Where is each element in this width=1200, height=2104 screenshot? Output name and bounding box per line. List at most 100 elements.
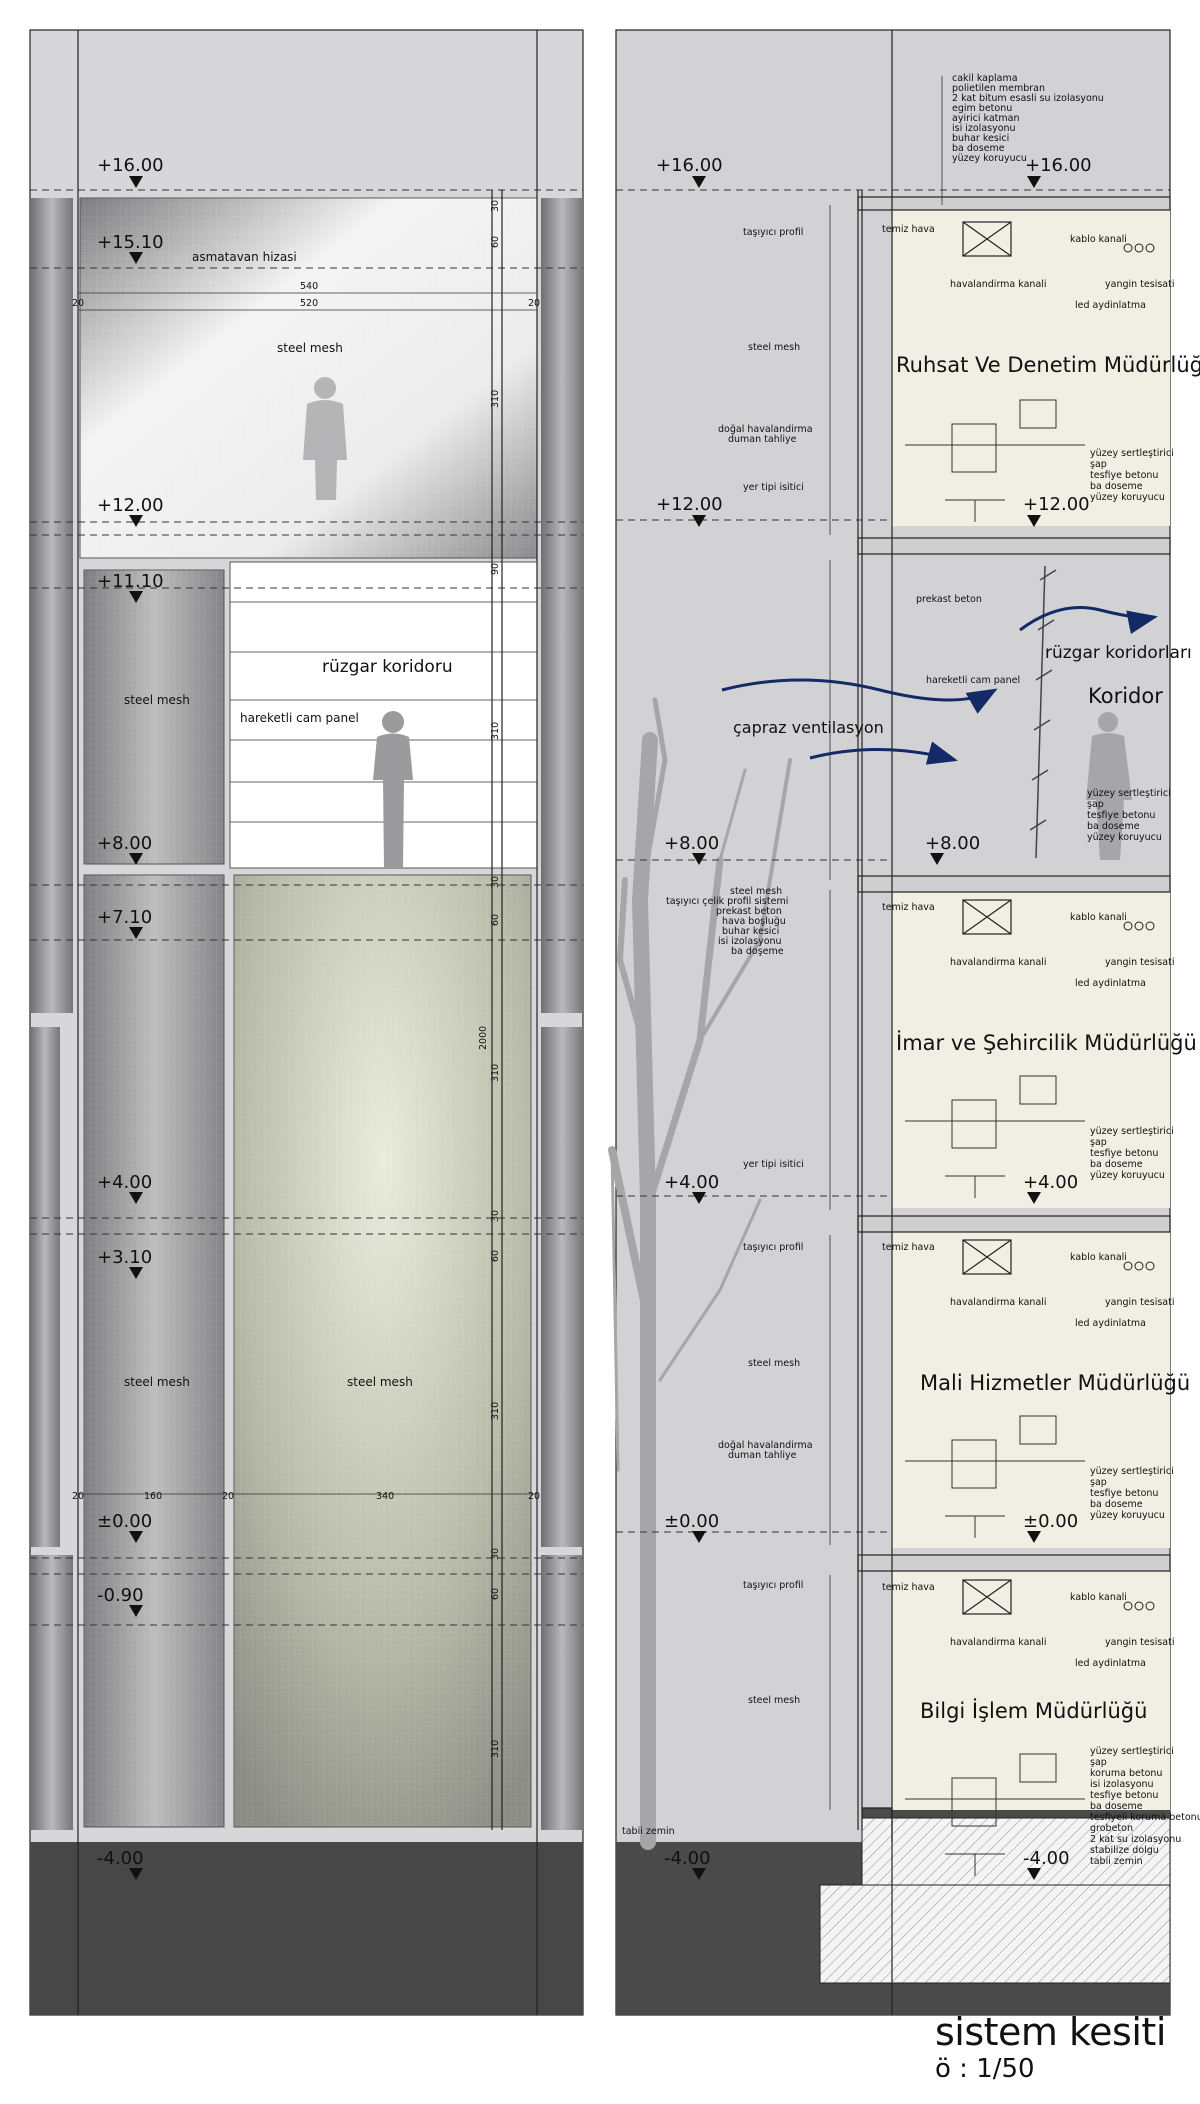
wind-corridors-label: rüzgar koridorları <box>1045 643 1192 663</box>
dimension-label: 340 <box>376 1491 394 1502</box>
annotation-label: tesfiye betonu <box>1090 1488 1158 1499</box>
annotation-label: 310 <box>490 1402 501 1420</box>
floor-interior-1 <box>892 1230 1170 1548</box>
ceiling-labels-floor-1: temiz hava havalandirma kanali kablo kan… <box>882 1582 1174 1669</box>
annotation-label: 310 <box>490 1064 501 1082</box>
annotation-label: ba doseme <box>1090 1499 1143 1510</box>
roof-layers-list: cakil kaplama polietilen membran 2 kat b… <box>941 73 1104 205</box>
room-title: Mali Hizmetler Müdürlüğü <box>920 1371 1190 1395</box>
annotation-label: taşıyıcı çelik profil sistemi <box>666 896 788 907</box>
drawing-title: sistem kesiti <box>935 2010 1166 2054</box>
annotation-label: 30 <box>490 876 501 888</box>
dimension-label: 20 <box>528 298 540 309</box>
annotation-label: ba doseme <box>1090 481 1143 492</box>
annotation-label: steel mesh <box>730 886 782 897</box>
annotation-label: taşıyıcı profil <box>743 227 803 238</box>
annotation-label: ayirici katman <box>952 113 1020 124</box>
annotation-label: havalandirma kanali <box>950 1637 1047 1648</box>
level-label: +15.10 <box>97 232 164 253</box>
annotation-label: led aydinlatma <box>1075 1658 1146 1669</box>
ground-finish-list: yüzey sertleştirici şap koruma betonu is… <box>1090 1746 1200 1867</box>
annotation-label: kablo kanali <box>1070 1592 1127 1603</box>
precast-label: prekast beton <box>916 594 982 605</box>
ceiling-level-label: asmatavan hizasi <box>192 250 297 264</box>
level-label: +3.10 <box>97 1247 152 1268</box>
steel-mesh-label: steel mesh <box>277 341 343 355</box>
annotation-label: yer tipi isitici <box>743 1159 804 1170</box>
steel-mesh-label: steel mesh <box>124 1375 190 1389</box>
annotation-label: steel mesh <box>748 342 800 353</box>
annotation-label: yer tipi isitici <box>743 482 804 493</box>
dimension-label: 20 <box>222 1491 234 1502</box>
sprinkler-icons <box>1123 243 1155 1611</box>
annotation-label: yüzey koruyucu <box>1090 1510 1165 1521</box>
cross-ventilation-label: çapraz ventilasyon <box>733 718 884 737</box>
dimension-label: 20 <box>72 1491 84 1502</box>
annotation-label: havalandirma kanali <box>950 279 1047 290</box>
annotation-label: 30 <box>490 1210 501 1222</box>
annotation-label: tabii zemin <box>1090 1856 1143 1867</box>
level-label: -0.90 <box>97 1585 144 1606</box>
annotation-label: cakil kaplama <box>952 73 1018 84</box>
annotation-label: led aydinlatma <box>1075 300 1146 311</box>
annotation-label: steel mesh <box>748 1358 800 1369</box>
annotation-label: 60 <box>490 236 501 248</box>
wind-arrow <box>1019 606 1158 635</box>
annotation-label: 60 <box>490 1250 501 1262</box>
dimension-label: 520 <box>300 298 318 309</box>
annotation-label: yangin tesisati <box>1105 279 1174 290</box>
drawing-title-block: sistem kesiti ö : 1/50 <box>935 2010 1195 2084</box>
annotation-label: ba doseme <box>1087 821 1140 832</box>
floor-finish-list-2: yüzey sertleştirici şap tesfiye betonu b… <box>1090 1466 1174 1521</box>
annotation-label: tesfiye betonu <box>1087 810 1155 821</box>
person-silhouette-section <box>1086 712 1132 860</box>
cross-ventilation-arrow <box>809 741 958 765</box>
annotation-label: doğal havalandirma <box>718 1440 813 1451</box>
annotation-label: yangin tesisati <box>1105 1297 1174 1308</box>
level-label: +4.00 <box>1023 1172 1078 1193</box>
annotation-label: isi izolasyonu <box>952 123 1016 134</box>
floor-finish-list-corridor: yüzey sertleştirici şap tesfiye betonu b… <box>1087 788 1171 843</box>
level-label: ±0.00 <box>1023 1511 1078 1532</box>
level-label: +11.10 <box>97 571 164 592</box>
level-label: +4.00 <box>97 1172 152 1193</box>
room-title: İmar ve Şehircilik Müdürlüğü <box>896 1030 1197 1055</box>
annotation-label: stabilize dolgu <box>1090 1845 1159 1856</box>
annotation-label: yüzey koruyucu <box>1087 832 1162 843</box>
annotation-label: isi izolasyonu <box>718 936 782 947</box>
annotation-label: kablo kanali <box>1070 234 1127 245</box>
annotation-label: duman tahliye <box>728 434 797 445</box>
vertical-dimensions: 30 60 310 90 310 30 60 310 30 60 310 30 … <box>490 200 501 1758</box>
annotation-label: temiz hava <box>882 1582 935 1593</box>
annotation-label: egim betonu <box>952 103 1012 114</box>
annotation-label: yangin tesisati <box>1105 957 1174 968</box>
annotation-label: 90 <box>490 563 501 575</box>
annotation-label: yangin tesisati <box>1105 1637 1174 1648</box>
level-label: +16.00 <box>656 155 723 176</box>
annotation-label: tesfiye betonu <box>1090 1790 1158 1801</box>
level-label: +8.00 <box>97 833 152 854</box>
person-silhouette-corridor <box>373 711 413 868</box>
level-label: +16.00 <box>97 155 164 176</box>
annotation-label: taşıyıcı profil <box>743 1580 803 1591</box>
annotation-label: 60 <box>490 914 501 926</box>
floor-interior-4 <box>892 210 1170 526</box>
annotation-label: prekast beton <box>716 906 782 917</box>
annotation-label: tesfiyeli koruma betonu <box>1090 1812 1200 1823</box>
annotation-label: led aydinlatma <box>1075 1318 1146 1329</box>
facade-layer-list: steel mesh taşıyıcı çelik profil sistemi… <box>666 886 788 957</box>
annotation-label: yüzey sertleştirici <box>1090 1126 1174 1137</box>
annotation-label: 2 kat su izolasyonu <box>1090 1834 1181 1845</box>
annotation-label: yüzey sertleştirici <box>1087 788 1171 799</box>
drawing-scale: ö : 1/50 <box>935 2054 1035 2084</box>
annotation-label: kablo kanali <box>1070 912 1127 923</box>
glass-panel-label: hareketli cam panel <box>240 711 359 725</box>
level-label: +12.00 <box>1023 494 1090 515</box>
level-label: ±0.00 <box>97 1511 152 1532</box>
annotation-label: led aydinlatma <box>1075 978 1146 989</box>
annotation-label: 30 <box>490 1548 501 1560</box>
annotation-label: tesfiye betonu <box>1090 1148 1158 1159</box>
elevation-level-markers: +16.00 +15.10 +12.00 +11.10 +8.00 +7.10 … <box>97 155 164 1880</box>
annotation-label: grobeton <box>1090 1823 1133 1834</box>
